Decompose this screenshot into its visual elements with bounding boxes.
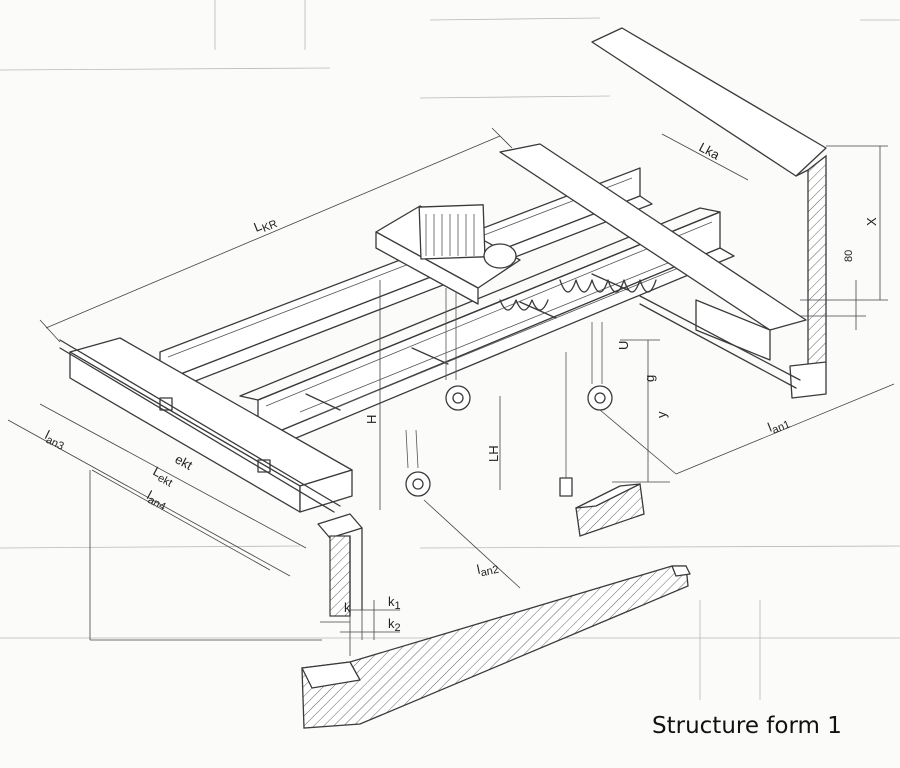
label-k1: k1	[388, 594, 401, 612]
label-k: k	[344, 600, 351, 615]
label-l-an3: lan3	[41, 427, 68, 452]
label-l-an1: lan1	[766, 413, 792, 438]
label-80: 80	[843, 250, 855, 262]
label-l-kr: LKR	[252, 212, 280, 237]
label-ekt: ekt	[173, 451, 196, 473]
label-l-an2: lan2	[476, 558, 501, 580]
hoist-trolley	[375, 204, 521, 305]
dimension-lines	[7, 127, 895, 656]
label-lh: LH	[486, 445, 501, 462]
support-column	[317, 513, 363, 617]
label-k2: k2	[388, 616, 401, 634]
floor-beam	[301, 565, 691, 729]
crane-girders	[59, 143, 807, 513]
figure-caption: Structure form 1	[652, 713, 842, 739]
dimension-labels: LKR Lka X 80 H LH U g y lan1 lan2 lan3 e…	[41, 139, 879, 634]
label-y: y	[654, 411, 669, 418]
label-x: X	[864, 217, 879, 226]
load-block	[575, 483, 645, 537]
label-l-an4: lan4	[143, 487, 170, 513]
label-h: H	[364, 415, 379, 424]
label-u: U	[616, 341, 631, 350]
label-l-ekt: Lekt	[149, 463, 177, 489]
label-lka: Lka	[697, 139, 723, 162]
hook-blocks	[405, 279, 657, 497]
label-g: g	[642, 375, 657, 382]
building-wall	[591, 27, 827, 399]
